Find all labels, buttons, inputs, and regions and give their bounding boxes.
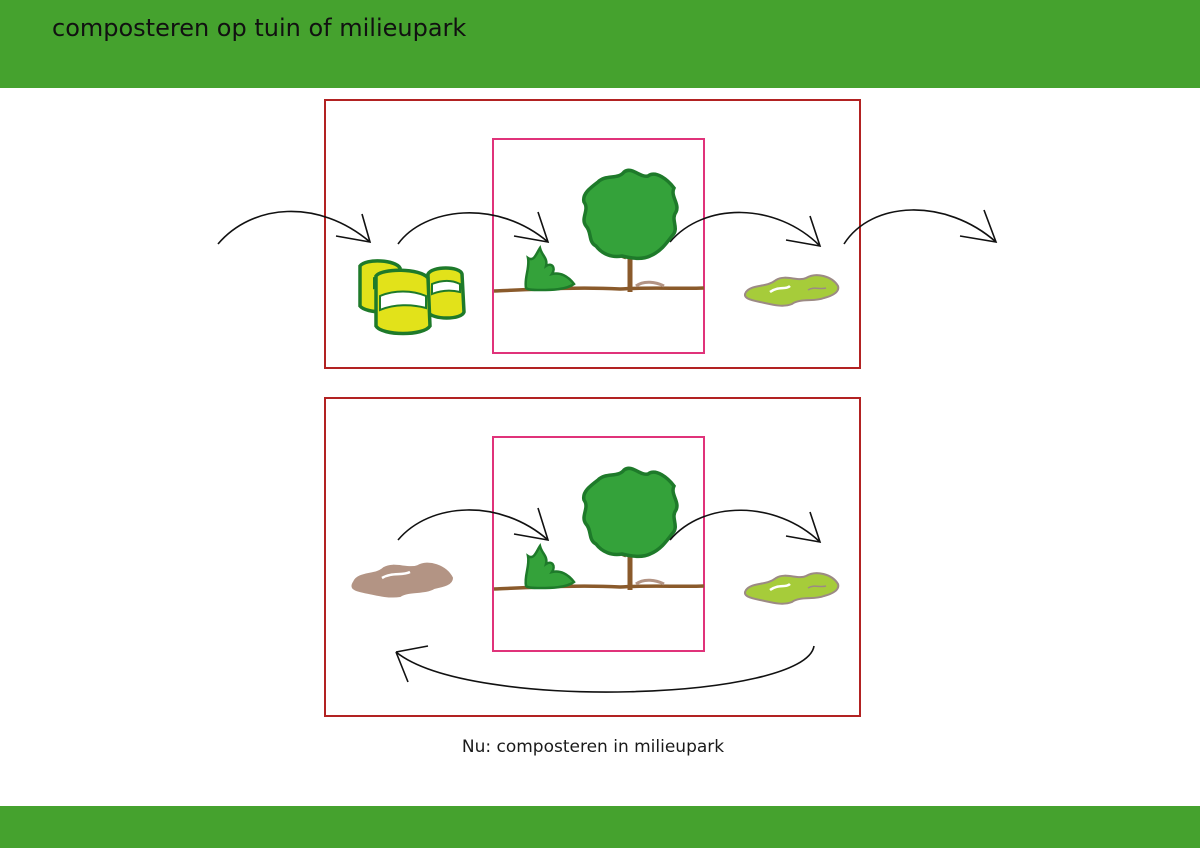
tree-icon: [584, 170, 677, 292]
shrub-icon: [524, 544, 576, 590]
arrow-return-loop-bottom: [395, 645, 815, 693]
shrub-icon: [524, 246, 576, 292]
diagram-caption: Nu: composteren in milieupark: [461, 737, 725, 757]
green-compost-pile-icon: [743, 273, 840, 307]
arrow-incoming-top: [217, 210, 372, 245]
garden-inner-frame-bottom: [492, 436, 705, 652]
page-title: composteren op tuin of milieupark: [52, 14, 467, 42]
arrow-outgoing-top: [843, 209, 998, 245]
header-bar: composteren op tuin of milieupark: [0, 0, 1200, 88]
garden-frame-top: [324, 99, 861, 369]
green-compost-pile-icon: [743, 571, 840, 605]
arrow-sacks-to-garden-top: [397, 211, 550, 245]
arrow-garden-to-compost-top: [669, 211, 822, 248]
garden-inner-frame-top: [492, 138, 705, 354]
brown-compost-pile-icon: [351, 562, 454, 598]
yard-waste-sacks-icon: [358, 259, 466, 336]
garden-frame-bottom: [324, 397, 861, 717]
tree-icon: [584, 468, 677, 590]
arrow-compost-to-garden-bottom: [397, 507, 550, 542]
arrow-garden-to-compost-bottom: [669, 509, 822, 544]
footer-bar: [0, 806, 1200, 848]
